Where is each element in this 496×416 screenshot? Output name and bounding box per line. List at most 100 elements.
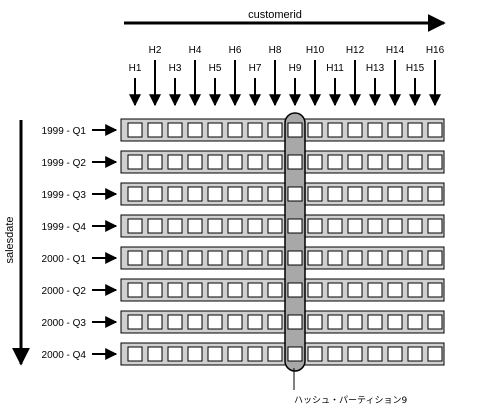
subpartition-cell	[267, 314, 283, 330]
subpartition-cell	[227, 186, 243, 202]
subpartition-cell	[147, 154, 163, 170]
subpartition-cell	[387, 154, 403, 170]
range-label-1999-q4: 1999 - Q4	[42, 222, 87, 233]
subpartition-cell	[347, 122, 363, 138]
subpartition-cell	[347, 346, 363, 362]
subpartition-cells	[127, 122, 443, 362]
subpartition-cell	[367, 346, 383, 362]
subpartition-cell	[407, 250, 423, 266]
subpartition-cell	[407, 282, 423, 298]
subpartition-cell	[327, 218, 343, 234]
subpartition-cell	[147, 282, 163, 298]
hash-label-h7: H7	[249, 63, 262, 74]
subpartition-cell	[327, 154, 343, 170]
subpartition-cell	[427, 122, 443, 138]
subpartition-cell	[427, 218, 443, 234]
subpartition-cell	[247, 346, 263, 362]
subpartition-cell	[207, 314, 223, 330]
subpartition-cell	[287, 186, 303, 202]
subpartition-cell	[287, 250, 303, 266]
subpartition-cell	[307, 186, 323, 202]
subpartition-cell	[307, 218, 323, 234]
subpartition-cell	[387, 314, 403, 330]
subpartition-cell	[427, 154, 443, 170]
subpartition-cell	[247, 218, 263, 234]
hash-label-h1: H1	[129, 63, 142, 74]
subpartition-cell	[167, 282, 183, 298]
subpartition-cell	[167, 122, 183, 138]
subpartition-cell	[347, 218, 363, 234]
subpartition-cell	[227, 314, 243, 330]
subpartition-cell	[347, 314, 363, 330]
subpartition-cell	[127, 346, 143, 362]
subpartition-cell	[147, 250, 163, 266]
hash-partition-9-highlight	[284, 112, 306, 372]
subpartition-cell	[347, 186, 363, 202]
subpartition-cell	[287, 122, 303, 138]
subpartition-cell	[367, 314, 383, 330]
subpartition-cell	[267, 154, 283, 170]
subpartition-cell	[387, 346, 403, 362]
subpartition-cell	[187, 186, 203, 202]
subpartition-cell	[127, 282, 143, 298]
subpartition-cell	[207, 218, 223, 234]
subpartition-cell	[167, 250, 183, 266]
subpartition-cell	[247, 154, 263, 170]
subpartition-cell	[287, 218, 303, 234]
subpartition-cell	[267, 218, 283, 234]
subpartition-cell	[287, 282, 303, 298]
subpartition-cell	[227, 122, 243, 138]
subpartition-cell	[327, 346, 343, 362]
subpartition-cell	[187, 314, 203, 330]
subpartition-cell	[167, 346, 183, 362]
subpartition-cell	[367, 154, 383, 170]
hash-label-h2: H2	[149, 45, 162, 56]
subpartition-cell	[307, 154, 323, 170]
subpartition-cell	[307, 314, 323, 330]
hash-label-h13: H13	[366, 63, 385, 74]
subpartition-cell	[287, 154, 303, 170]
subpartition-cell	[387, 250, 403, 266]
subpartition-cell	[307, 282, 323, 298]
subpartition-cell	[227, 218, 243, 234]
hash-label-h3: H3	[169, 63, 182, 74]
subpartition-cell	[207, 346, 223, 362]
subpartition-cell	[367, 282, 383, 298]
subpartition-cell	[247, 122, 263, 138]
subpartition-cell	[387, 282, 403, 298]
subpartition-cell	[227, 282, 243, 298]
subpartition-cell	[227, 250, 243, 266]
subpartition-cell	[347, 154, 363, 170]
subpartition-cell	[187, 282, 203, 298]
subpartition-cell	[287, 346, 303, 362]
hash-label-h12: H12	[346, 45, 365, 56]
subpartition-cell	[307, 122, 323, 138]
subpartition-cell	[427, 250, 443, 266]
subpartition-cell	[247, 314, 263, 330]
subpartition-cell	[267, 186, 283, 202]
subpartition-cell	[147, 346, 163, 362]
subpartition-cell	[387, 122, 403, 138]
hash-label-h10: H10	[306, 45, 325, 56]
subpartition-cell	[407, 346, 423, 362]
hash-label-h15: H15	[406, 63, 425, 74]
hash-column-arrows	[129, 60, 441, 107]
salesdate-axis-label: salesdate	[4, 216, 16, 263]
subpartition-cell	[307, 346, 323, 362]
subpartition-cell	[347, 250, 363, 266]
subpartition-cell	[247, 282, 263, 298]
subpartition-cell	[187, 250, 203, 266]
subpartition-cell	[207, 282, 223, 298]
range-label-1999-q2: 1999 - Q2	[42, 158, 87, 169]
subpartition-cell	[167, 314, 183, 330]
hash-label-h6: H6	[229, 45, 242, 56]
subpartition-cell	[267, 122, 283, 138]
subpartition-cell	[407, 154, 423, 170]
subpartition-cell	[247, 186, 263, 202]
subpartition-cell	[187, 154, 203, 170]
subpartition-cell	[127, 218, 143, 234]
hash-label-h11: H11	[326, 63, 344, 74]
subpartition-cell	[307, 250, 323, 266]
